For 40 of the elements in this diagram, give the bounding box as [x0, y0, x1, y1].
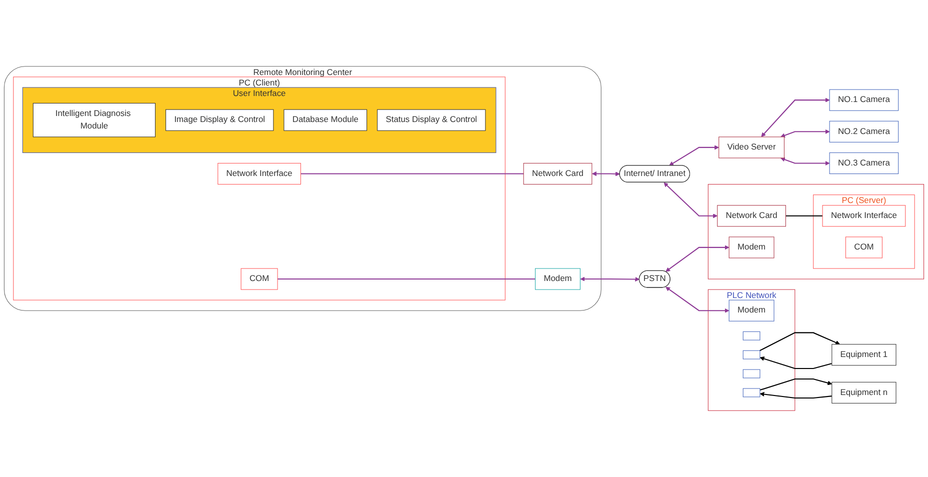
- node-box: Network Interface: [822, 205, 906, 227]
- node-box: Modem: [535, 268, 580, 290]
- node-box: Equipment n: [832, 382, 896, 404]
- node-box: [742, 369, 760, 378]
- node-box: Equipment 1: [832, 344, 896, 366]
- arrow: [760, 332, 840, 352]
- node-box: Modem: [728, 236, 774, 258]
- node-box: [742, 331, 760, 340]
- arrow: [666, 245, 730, 272]
- arrow: [780, 129, 830, 138]
- arrow: [760, 356, 832, 370]
- node-box: [742, 350, 760, 360]
- arrow: [592, 171, 620, 176]
- node-box: Image Display & Control: [166, 109, 274, 131]
- cluster: [708, 184, 924, 280]
- arrow: [760, 378, 832, 391]
- arrow: [669, 145, 720, 166]
- node-box: NO.1 Camera: [829, 89, 899, 111]
- node-box: Network Card: [717, 205, 786, 227]
- node-box: [742, 388, 760, 398]
- connector: [786, 215, 823, 216]
- node-box: NO.3 Camera: [829, 152, 899, 174]
- node-box: Intelligent Diagnosis Module: [32, 102, 156, 138]
- node-box: COM: [845, 236, 882, 258]
- node-box: Status Display & Control: [377, 109, 486, 131]
- connector: [278, 278, 536, 280]
- arrow: [664, 182, 718, 218]
- arrow: [666, 286, 730, 313]
- node-box: Network Card: [523, 162, 592, 185]
- node-box: COM: [240, 268, 278, 290]
- arrow: [760, 392, 832, 398]
- node-box: Database Module: [284, 109, 368, 131]
- node-box: Video Server: [718, 136, 784, 158]
- node-box: Modem: [728, 300, 774, 322]
- node-box: NO.2 Camera: [829, 120, 899, 142]
- connector: [300, 173, 524, 174]
- arrow: [780, 157, 830, 166]
- arrow: [761, 98, 830, 137]
- arrow: [580, 276, 640, 282]
- node-box: Network Interface: [218, 162, 301, 185]
